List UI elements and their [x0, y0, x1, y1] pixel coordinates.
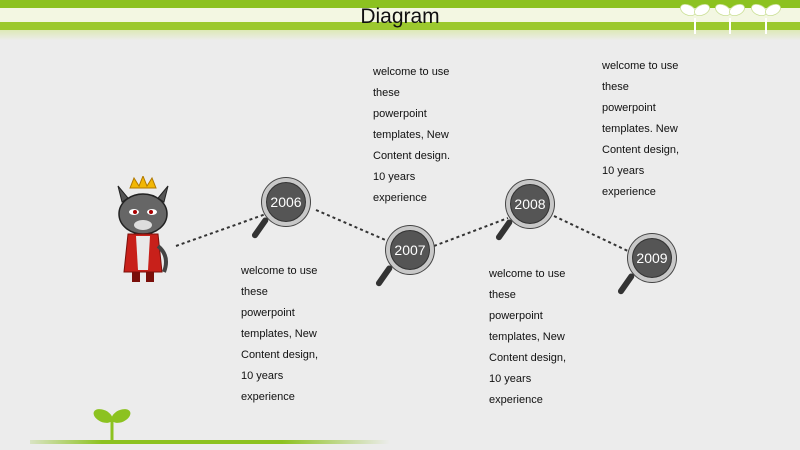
- text-line: templates. New: [602, 123, 678, 135]
- magnifier-icon: [506, 180, 554, 228]
- marker-year: 2009: [636, 250, 668, 266]
- text-line: powerpoint: [241, 307, 295, 319]
- text-line: templates, New: [489, 331, 565, 343]
- text-line: these: [373, 87, 400, 99]
- text-line: these: [241, 286, 268, 298]
- text-line: welcome to use: [373, 66, 450, 78]
- magnifier-icon: [386, 226, 434, 274]
- marker-year: 2007: [394, 242, 426, 258]
- marker-year: 2008: [514, 196, 546, 212]
- text-line: these: [489, 289, 516, 301]
- timeline-text-2006: welcome to use these powerpoint template…: [241, 261, 318, 408]
- magnifier-icon: [628, 234, 676, 282]
- text-line: these: [602, 81, 629, 93]
- text-line: experience: [373, 192, 427, 204]
- timeline-text-2009: welcome to use these powerpoint template…: [602, 56, 679, 203]
- marker-year: 2006: [270, 194, 302, 210]
- text-line: experience: [602, 186, 656, 198]
- timeline-marker-2007: 2007: [374, 226, 444, 296]
- text-line: powerpoint: [373, 108, 427, 120]
- text-line: experience: [241, 391, 295, 403]
- text-line: Content design.: [373, 150, 451, 162]
- timeline-marker-2008: 2008: [494, 180, 564, 250]
- timeline-marker-2009: 2009: [616, 234, 686, 304]
- page-title: Diagram: [360, 5, 440, 28]
- magnifier-icon: [262, 178, 310, 226]
- timeline-text-2007: welcome to use these powerpoint template…: [373, 62, 450, 209]
- sprout-icon: [680, 3, 781, 34]
- header-band: [0, 0, 800, 40]
- text-line: Content design,: [241, 349, 319, 361]
- text-line: powerpoint: [602, 102, 656, 114]
- connector-line: [315, 209, 391, 243]
- text-line: experience: [489, 394, 543, 406]
- text-line: Content design,: [602, 144, 680, 156]
- text-line: Content design,: [489, 352, 567, 364]
- text-line: templates, New: [241, 328, 317, 340]
- text-line: welcome to use: [241, 265, 318, 277]
- text-line: 10 years: [602, 165, 645, 177]
- footer-line: [30, 440, 390, 444]
- text-line: welcome to use: [489, 268, 566, 280]
- connector-line: [175, 213, 267, 247]
- text-line: welcome to use: [602, 60, 679, 72]
- connector-line: [433, 217, 509, 247]
- text-line: templates, New: [373, 129, 449, 141]
- connector-line: [553, 215, 631, 253]
- timeline-marker-2006: 2006: [250, 178, 320, 248]
- timeline-text-2008: welcome to use these powerpoint template…: [489, 264, 566, 411]
- text-line: 10 years: [373, 171, 416, 183]
- cartoon-cat-king-icon: [117, 176, 169, 282]
- text-line: 10 years: [241, 370, 284, 382]
- text-line: powerpoint: [489, 310, 543, 322]
- text-line: 10 years: [489, 373, 532, 385]
